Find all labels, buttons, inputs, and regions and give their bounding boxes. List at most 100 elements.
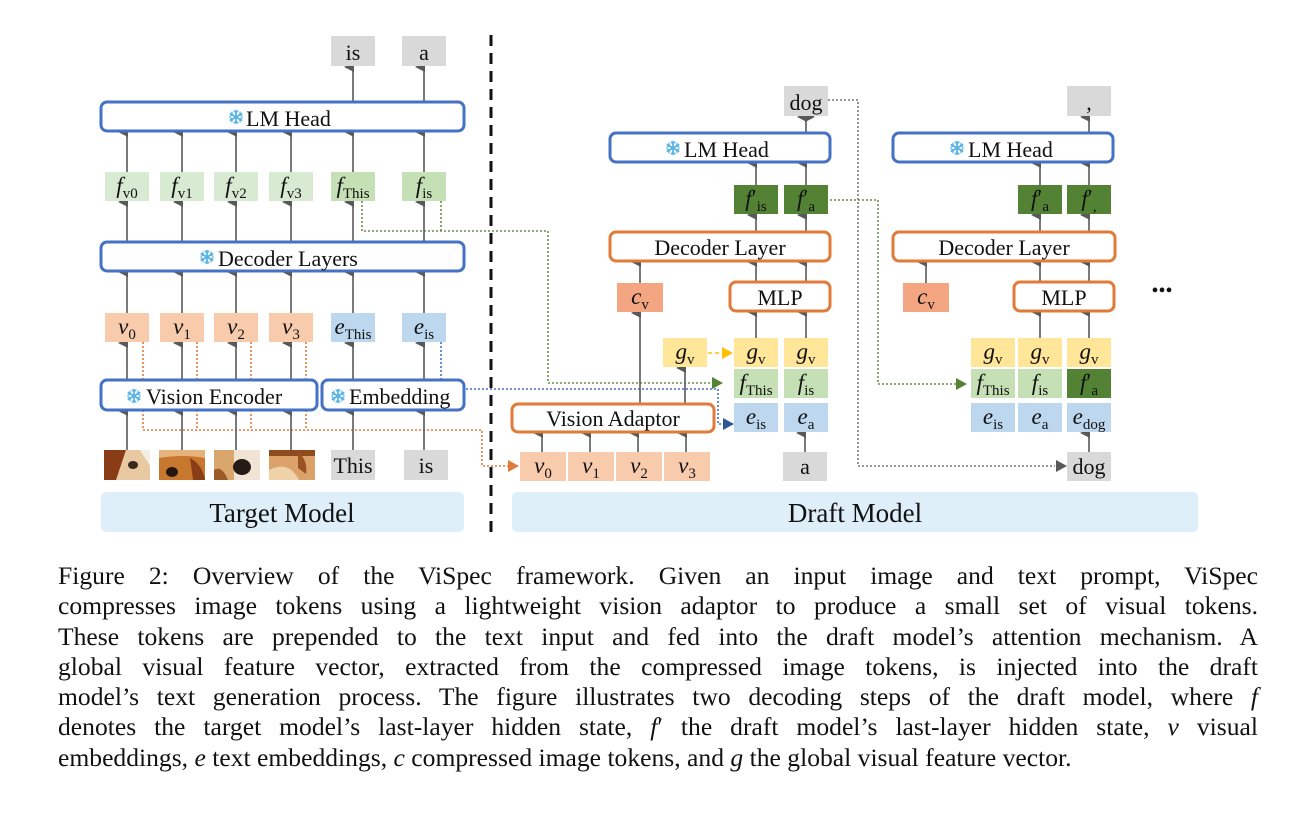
token-label: f′is [745, 186, 767, 215]
arrowhead [722, 347, 733, 359]
caption-line: embeddings, e text embeddings, c compres… [58, 742, 1072, 772]
token-label: fv0 [116, 173, 137, 202]
token-label: v1 [582, 453, 600, 482]
draft1-decoder-label: Decoder Layer [654, 235, 786, 260]
global-feature: gv [734, 338, 778, 368]
token-label: gv [984, 339, 1004, 368]
draft-hidden-state: f′a [1018, 185, 1062, 215]
draft2-hidden-states: f′a f′, [1018, 185, 1111, 215]
draft1-mlp-label: MLP [757, 285, 802, 310]
target-output-text: is [346, 40, 361, 65]
compressed-token: cv [617, 283, 663, 313]
token-label: gv [676, 339, 696, 368]
draft-visual-input: v3 [664, 452, 710, 482]
draft2-mlp-label: MLP [1041, 285, 1086, 310]
target-input-token [404, 450, 448, 480]
token-label: gv [1080, 339, 1100, 368]
draft1-lm-head-label: LM Head [684, 137, 769, 162]
draft2-input-text: dog [1073, 454, 1106, 479]
vision-adaptor-label: Vision Adaptor [546, 406, 680, 431]
figure-caption: Figure 2: Overview of the ViSpec framewo… [58, 561, 1258, 773]
vision-encoder-label: Vision Encoder [146, 384, 283, 409]
target-output-token [402, 36, 446, 66]
arrowhead [1056, 460, 1067, 472]
global-feature: gv [1018, 338, 1062, 368]
draft2-lm-head [891, 131, 1115, 164]
embedding-label: Embedding [349, 384, 450, 409]
target-output-token [331, 36, 375, 66]
feature-transfer-line [361, 201, 713, 384]
arrowhead [723, 418, 734, 430]
token-label: v3 [282, 314, 300, 343]
token-label: gv [747, 339, 767, 368]
continuation-ellipsis: ••• [1151, 280, 1172, 302]
draft-hidden-state: f′a [784, 185, 828, 215]
caption-line: compresses image tokens using a lightwei… [58, 591, 1258, 621]
target-decoder-layers [99, 240, 466, 273]
target-model-panel [101, 492, 464, 532]
token-label: v2 [227, 314, 245, 343]
text-embedding: ea [784, 403, 828, 433]
caption-line: These tokens are prepended to the text i… [58, 621, 1258, 651]
token-label: f′a [1080, 370, 1098, 399]
feature: f′a [1067, 369, 1111, 399]
caption-line: global visual feature vector, extracted … [58, 651, 1258, 681]
draft1-visual-inputs: v0 v1 v2 v3 [520, 452, 710, 482]
target-visual-embedding: v0 [105, 313, 149, 343]
input-image-patches [104, 450, 315, 480]
draft1-hidden-states: f′is f′a [734, 185, 828, 215]
feature: fThis [971, 369, 1015, 399]
draft-visual-input: v1 [568, 452, 614, 482]
draft2-input-token [1067, 452, 1111, 481]
token-label: ea [798, 404, 815, 433]
token-label: ea [1032, 404, 1049, 433]
target-lm-head [99, 100, 466, 133]
text-embedding: eis [734, 403, 778, 433]
target-input-token [331, 450, 375, 480]
token-label: f′, [1081, 186, 1096, 215]
draft2-compressed-token: cv [903, 283, 949, 313]
target-model-title: Target Model [209, 498, 354, 528]
caption-line: model’s text generation process. The fig… [58, 682, 1258, 712]
draft-output-text: dog [790, 90, 823, 115]
draft2-decoder-label: Decoder Layer [938, 235, 1070, 260]
draft-feature-transfer-line [830, 199, 957, 385]
token-label: f′a [1031, 186, 1049, 215]
target-input-text: is [419, 453, 434, 478]
draft2-lm-head-label: LM Head [968, 137, 1053, 162]
target-hidden-state: fThis [331, 172, 375, 202]
draft-visual-input: v2 [616, 452, 662, 482]
target-hidden-state: fv2 [214, 172, 258, 202]
token-label: fThis [336, 173, 369, 202]
compressed-token: cv [903, 283, 949, 313]
token-label: cv [631, 284, 649, 313]
arrowhead [956, 378, 967, 390]
token-label: gv [1031, 339, 1051, 368]
draft1-input-token [783, 452, 827, 481]
token-label: v1 [173, 314, 191, 343]
target-hidden-state: fv0 [105, 172, 149, 202]
image-patch [269, 450, 315, 480]
token-label: f′a [797, 186, 815, 215]
target-text-embedding: eThis [331, 313, 375, 343]
draft-model-title: Draft Model [788, 498, 922, 528]
draft1-decoder-layer [608, 230, 832, 263]
draft2-decoder-layer [891, 230, 1117, 263]
token-label: v0 [534, 453, 552, 482]
global-feature-source: gv [663, 338, 707, 368]
image-patch [104, 450, 150, 480]
draft-hidden-state: f′is [734, 185, 778, 215]
token-label: gv [797, 339, 817, 368]
token-label: fv2 [225, 173, 246, 202]
arrowhead [712, 377, 723, 389]
token-label: v2 [630, 453, 648, 482]
token-label: eis [746, 404, 766, 433]
target-visual-embedding: v2 [214, 313, 258, 343]
target-visual-embedding: v1 [160, 313, 204, 343]
text-embedding: ea [1018, 403, 1062, 433]
global-feature: gv [971, 338, 1015, 368]
text-embedding: edog [1067, 403, 1111, 433]
